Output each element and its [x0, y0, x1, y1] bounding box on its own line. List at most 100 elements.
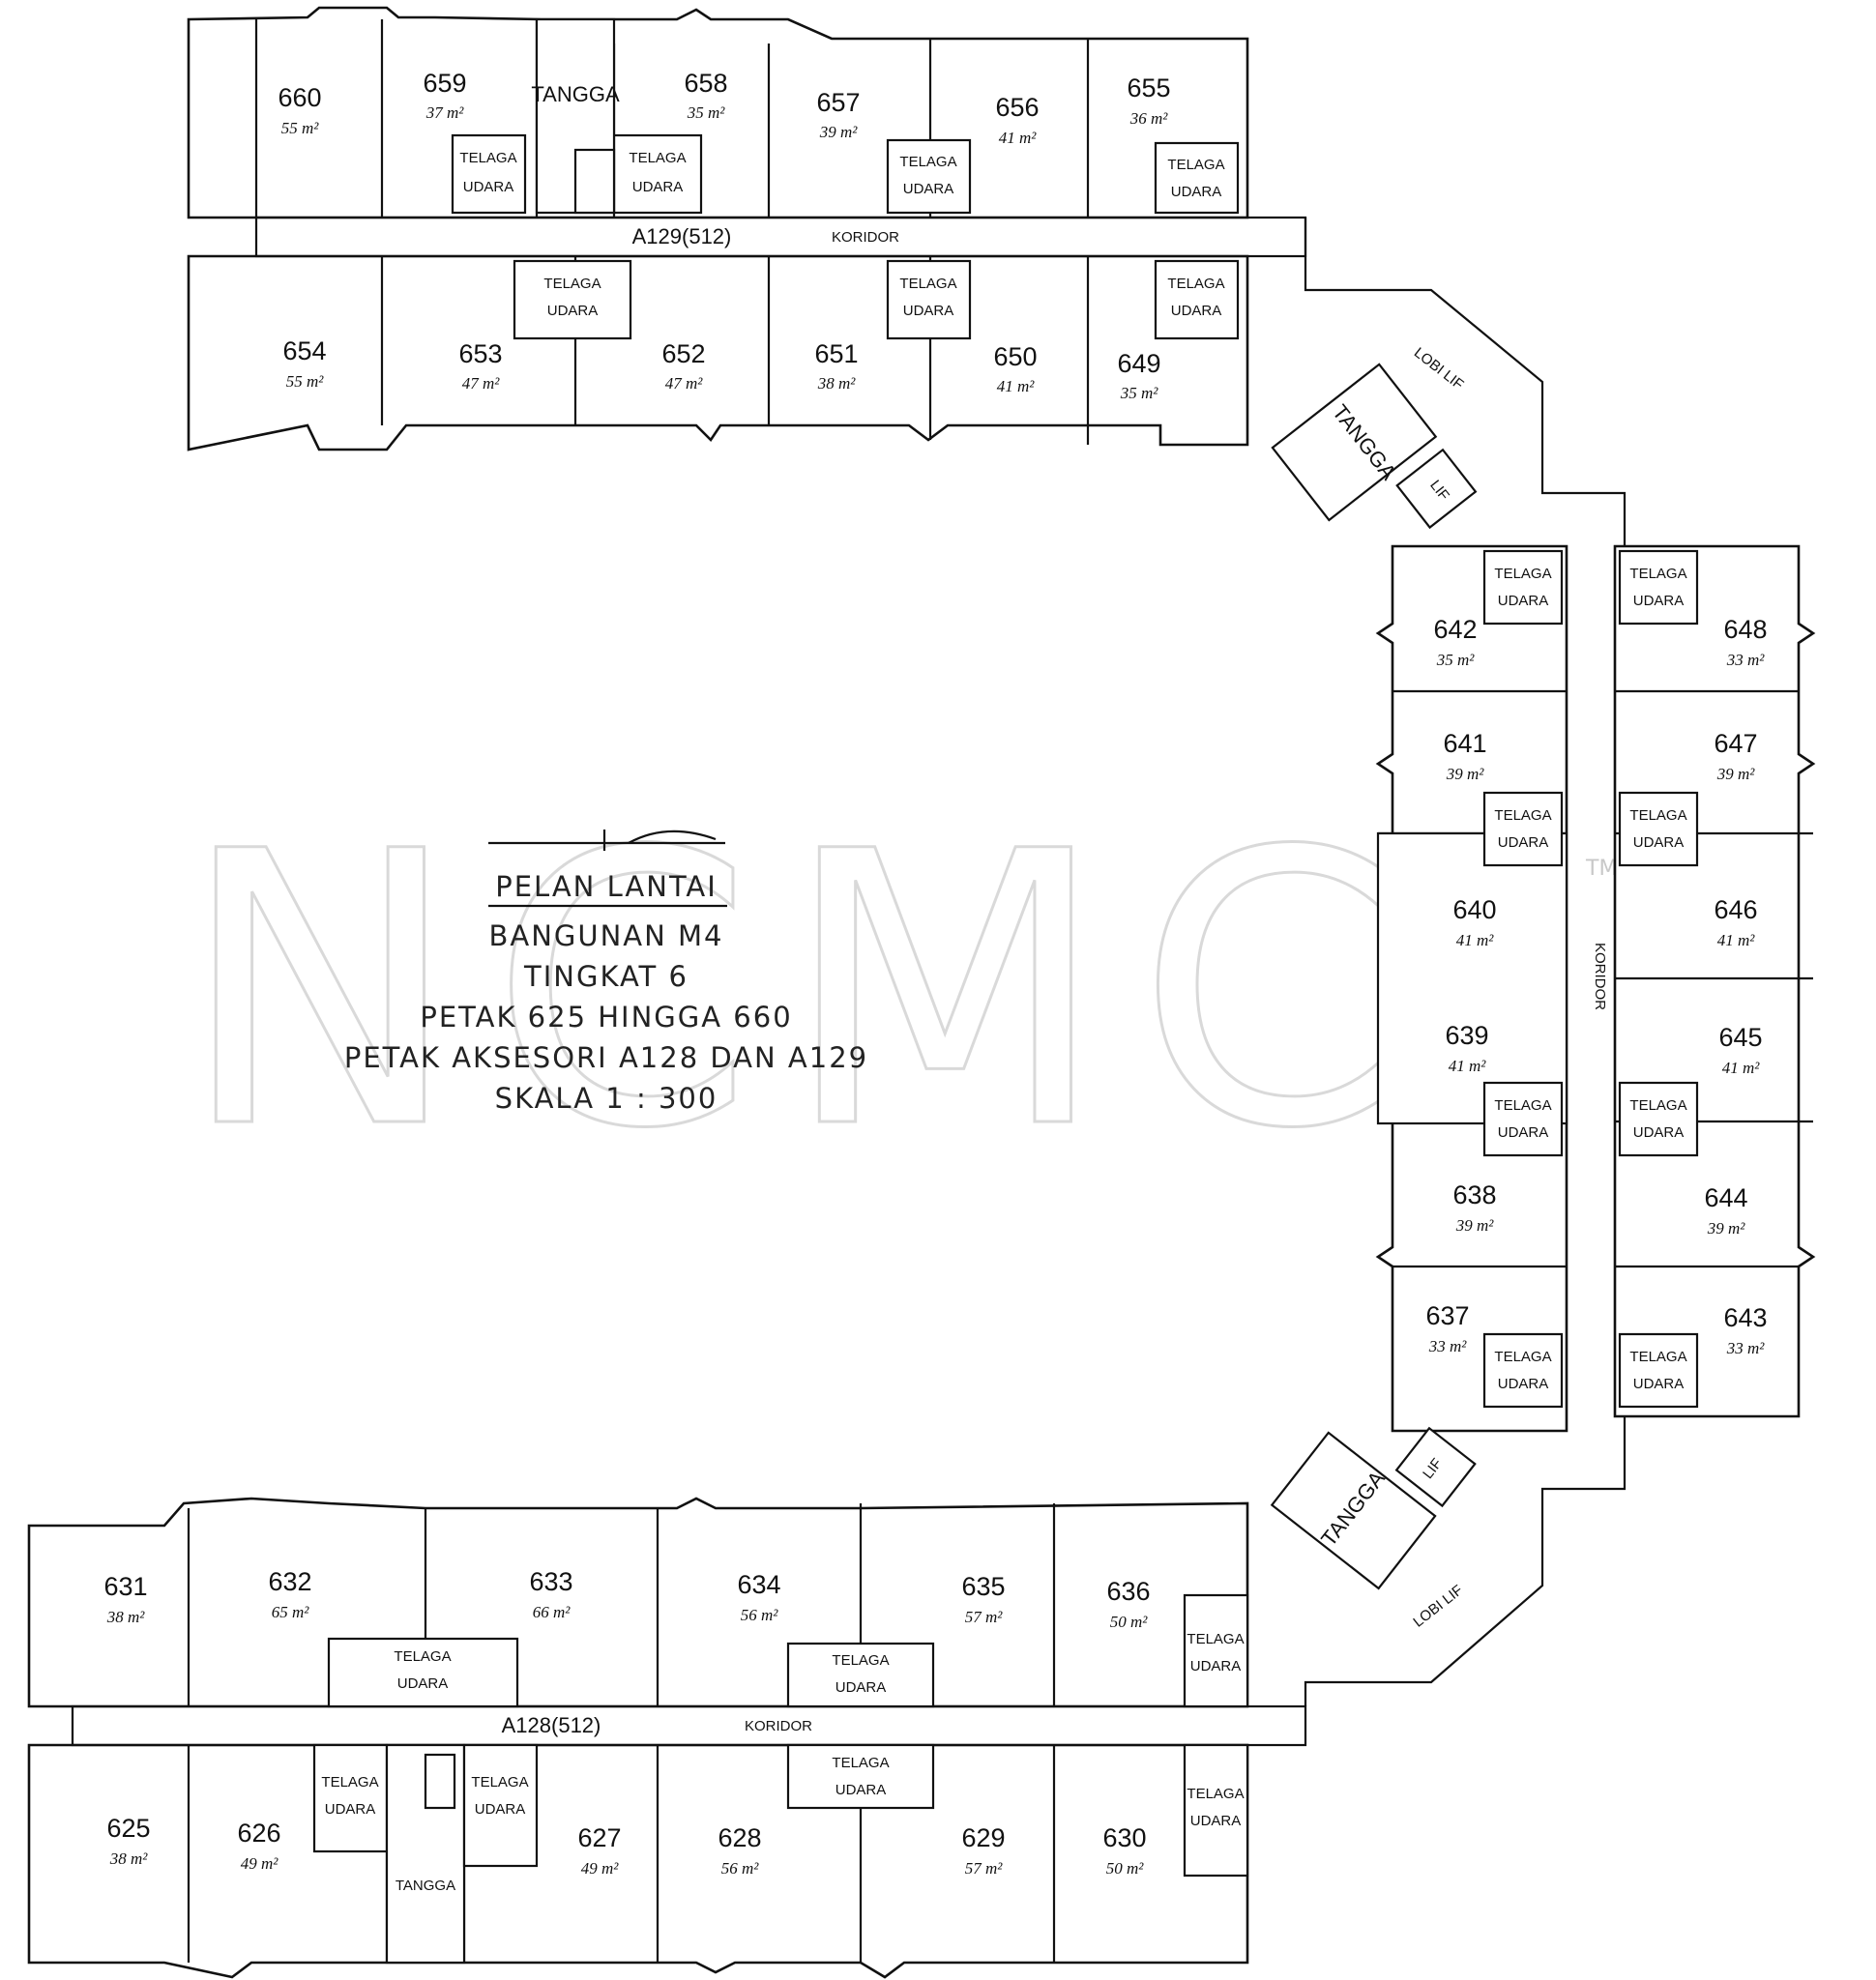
unit-number: 629: [961, 1823, 1005, 1852]
udara-label: UDARA: [397, 1675, 449, 1692]
watermark-tm: TM: [1585, 857, 1617, 881]
telaga-label: TELAGA: [1187, 1786, 1244, 1802]
telaga-label: TELAGA: [1167, 157, 1224, 173]
unit-area: 55 m²: [281, 119, 320, 137]
top-wing: [187, 6, 1627, 1706]
udara-label: UDARA: [1190, 1813, 1242, 1829]
unit-number: 654: [282, 336, 326, 365]
telaga-label: TELAGA: [1629, 807, 1686, 824]
bottom-wing: [27, 1497, 1307, 1979]
unit-number: 626: [237, 1819, 280, 1848]
unit-area: 39 m²: [1716, 765, 1756, 783]
unit-number: 625: [106, 1814, 150, 1843]
unit-area: 66 m²: [533, 1603, 572, 1621]
udara-label: UDARA: [903, 303, 954, 319]
unit-area: 57 m²: [965, 1608, 1004, 1626]
east-lobby-upper: TANGGA LIF LOBI LIF: [1271, 344, 1478, 530]
telaga-label: TELAGA: [899, 276, 956, 292]
telaga-label: TELAGA: [1167, 276, 1224, 292]
unit-number: 642: [1433, 615, 1477, 644]
unit-area: 50 m²: [1106, 1859, 1145, 1878]
udara-label: UDARA: [1190, 1658, 1242, 1674]
unit-number: 651: [814, 339, 858, 368]
title-line-6: SKALA 1 : 300: [495, 1082, 718, 1115]
unit-area: 39 m²: [1446, 765, 1485, 783]
telaga-label: TELAGA: [471, 1774, 528, 1791]
unit-number: 637: [1425, 1301, 1469, 1330]
unit-number: 628: [718, 1823, 761, 1852]
title-line-2: BANGUNAN M4: [488, 919, 723, 952]
unit-area: 56 m²: [721, 1859, 760, 1878]
unit-number: 658: [684, 69, 727, 98]
telaga-label: TELAGA: [1494, 807, 1551, 824]
udara-label: UDARA: [1498, 1376, 1549, 1392]
udara-label: UDARA: [325, 1801, 376, 1818]
unit-number: 632: [268, 1567, 311, 1596]
telaga-label: TELAGA: [629, 150, 686, 166]
east-wing: KORIDOR: [1375, 544, 1816, 1433]
unit-number: 660: [278, 83, 321, 112]
unit-area: 41 m²: [997, 377, 1036, 395]
udara-label: UDARA: [835, 1679, 887, 1696]
telaga-label: TELAGA: [543, 276, 601, 292]
unit-area: 39 m²: [1455, 1216, 1495, 1235]
unit-area: 41 m²: [999, 129, 1038, 147]
east-wing-telaga-labels: TELAGA UDARA TELAGA UDARA TELAGA UDARA T…: [1494, 566, 1686, 1392]
udara-label: UDARA: [1498, 1124, 1549, 1141]
udara-label: UDARA: [835, 1782, 887, 1798]
unit-area: 37 m²: [425, 103, 465, 122]
unit-number: 646: [1714, 895, 1757, 924]
unit-area: 38 m²: [109, 1849, 149, 1868]
unit-number: 639: [1445, 1021, 1488, 1050]
unit-area: 56 m²: [741, 1606, 779, 1624]
udara-label: UDARA: [1633, 593, 1685, 609]
unit-number: 647: [1714, 729, 1757, 758]
unit-area: 38 m²: [817, 374, 857, 393]
unit-number: 641: [1443, 729, 1486, 758]
telaga-label: TELAGA: [1494, 566, 1551, 582]
unit-area: 41 m²: [1449, 1057, 1487, 1075]
unit-number: 656: [995, 93, 1039, 122]
unit-area: 39 m²: [1707, 1219, 1746, 1238]
unit-area: 47 m²: [665, 374, 704, 393]
unit-number: 630: [1102, 1823, 1146, 1852]
lobi-lif-label: LOBI LIF: [1411, 344, 1467, 393]
telaga-label: TELAGA: [1629, 566, 1686, 582]
unit-labels: 660 55 m² 659 37 m² 658 35 m² 657 39 m² …: [103, 69, 1767, 1878]
title-line-3: TINGKAT 6: [523, 960, 689, 993]
tangga-label: TANGGA: [396, 1878, 455, 1894]
unit-area: 41 m²: [1717, 931, 1756, 949]
unit-area: 35 m²: [1120, 384, 1159, 402]
title-line-1: PELAN LANTAI: [495, 870, 718, 903]
koridor-label: KORIDOR: [832, 229, 899, 246]
unit-area: 41 m²: [1456, 931, 1495, 949]
udara-label: UDARA: [463, 179, 514, 195]
title-block: PELAN LANTAI BANGUNAN M4 TINGKAT 6 PETAK…: [344, 830, 866, 1115]
udara-label: UDARA: [547, 303, 599, 319]
udara-label: UDARA: [1633, 1124, 1685, 1141]
unit-number: 640: [1452, 895, 1496, 924]
unit-number: 650: [993, 342, 1037, 371]
watermark-text: NCMC: [179, 772, 1429, 1210]
udara-label: UDARA: [1171, 184, 1222, 200]
telaga-label: TELAGA: [832, 1755, 889, 1771]
udara-label: UDARA: [632, 179, 684, 195]
telaga-label: TELAGA: [1494, 1349, 1551, 1365]
unit-number: 645: [1718, 1023, 1762, 1052]
udara-label: UDARA: [1633, 834, 1685, 851]
unit-number: 636: [1106, 1577, 1150, 1606]
telaga-label: TELAGA: [899, 154, 956, 170]
unit-number: 659: [423, 69, 466, 98]
unit-area: 50 m²: [1110, 1613, 1149, 1631]
title-line-4: PETAK 625 HINGGA 660: [420, 1001, 792, 1034]
bottom-wing-labels: TELAGA UDARA TELAGA UDARA TELAGA UDARA T…: [321, 1631, 1244, 1894]
telaga-label: TELAGA: [832, 1652, 889, 1669]
unit-area: 49 m²: [581, 1859, 620, 1878]
unit-area: 49 m²: [241, 1854, 279, 1873]
udara-label: UDARA: [1171, 303, 1222, 319]
unit-area: 36 m²: [1129, 109, 1169, 128]
unit-number: 652: [661, 339, 705, 368]
top-wing-labels: TANGGA TELAGA UDARA TELAGA UDARA TELAGA …: [459, 82, 1224, 319]
a128-label: A128(512): [502, 1713, 601, 1737]
